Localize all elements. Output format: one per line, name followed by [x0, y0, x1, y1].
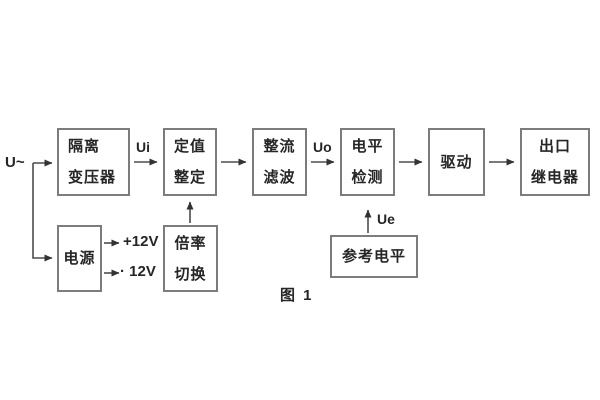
- block-label: 检测: [351, 169, 384, 186]
- signal-label-uo: Uo: [313, 139, 332, 155]
- block-drive: 驱动: [428, 128, 485, 196]
- rail-label-minus12v: · 12V: [120, 263, 156, 280]
- block-label: 整流: [263, 138, 296, 155]
- block-label: 电平: [351, 138, 384, 155]
- block-isolation-transformer: 隔离 变压器: [57, 128, 130, 196]
- rail-label-plus12v: +12V: [123, 233, 159, 250]
- wire-input-to-power: [32, 163, 53, 262]
- block-label: 参考电平: [341, 248, 406, 265]
- block-level-detect: 电平 检测: [340, 128, 395, 196]
- block-setting-adjust: 定值 整定: [163, 128, 217, 196]
- block-label: 倍率: [174, 234, 207, 252]
- block-label: 隔离: [68, 138, 101, 155]
- block-label: 电源: [63, 250, 96, 267]
- signal-label-ue: Ue: [377, 211, 395, 227]
- block-label: 定值: [173, 138, 206, 155]
- block-reference-level: 参考电平: [330, 235, 418, 278]
- block-output-relay: 出口 继电器: [520, 128, 590, 196]
- block-label: 驱动: [440, 153, 473, 171]
- block-label: 滤波: [263, 169, 296, 186]
- input-voltage-label: U~: [5, 154, 25, 171]
- figure-caption: 图 1: [280, 287, 314, 304]
- signal-label-ui: Ui: [136, 139, 150, 155]
- block-label: 切换: [174, 265, 207, 283]
- block-label: 出口: [538, 138, 571, 155]
- block-ratio-switch: 倍率 切换: [163, 225, 218, 292]
- block-label: 整定: [173, 169, 206, 186]
- block-label: 继电器: [530, 169, 579, 186]
- block-label: 变压器: [68, 169, 117, 186]
- block-rectifier-filter: 整流 滤波: [252, 128, 307, 196]
- block-power-supply: 电源: [57, 225, 102, 292]
